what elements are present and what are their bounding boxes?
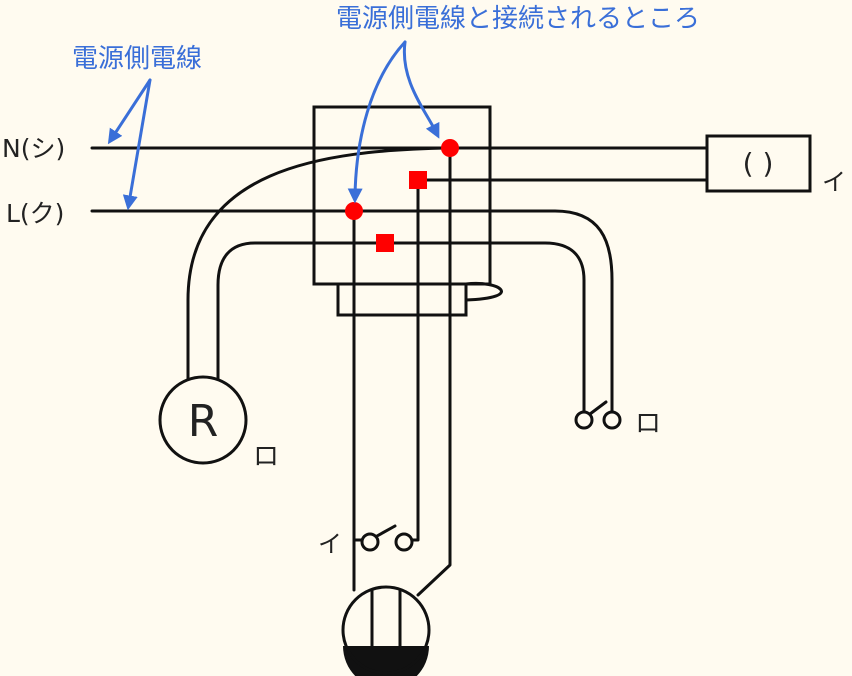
wire-receptacle-neutral	[186, 146, 452, 382]
splice-square-2	[376, 234, 394, 252]
arrow-to-neutral	[107, 78, 152, 145]
arrow-to-live	[122, 78, 152, 211]
wire-switch-ro-inner	[216, 241, 586, 415]
connection-points-label: 電源側電線と接続されるところ	[336, 4, 700, 34]
connection-dot-live	[345, 202, 363, 220]
switch-ro-lever	[588, 400, 608, 416]
receptacle-symbol	[158, 375, 248, 465]
arrow-to-neutral-point	[402, 40, 440, 139]
receptacle-letter: R	[188, 396, 219, 447]
arrow-to-live-point	[347, 40, 407, 204]
connection-dot-neutral	[441, 139, 459, 157]
junction-box	[312, 105, 492, 286]
lamp-a-mark: ( )	[743, 147, 774, 180]
switch-i-terminal-1	[360, 532, 380, 552]
junction-box-base	[336, 282, 468, 317]
wire-switch-ro-outer	[352, 209, 614, 415]
switch-i-name: イ	[318, 530, 342, 558]
splice-square-1	[409, 171, 427, 189]
switch-ro-terminal-2	[602, 410, 622, 430]
lamp-a-box	[705, 134, 812, 193]
neutral-label: N(シ)	[2, 134, 65, 163]
wire-switch-i-return	[402, 178, 420, 542]
live-label: L(ク)	[6, 199, 64, 228]
source-wires-label: 電源側電線	[72, 44, 202, 74]
wire-neutral-down	[416, 146, 452, 597]
switch-ro-name: ロ	[635, 409, 661, 439]
switch-i-lever	[375, 524, 397, 538]
wire-loop	[464, 281, 503, 302]
switch-ro-terminal-1	[574, 410, 594, 430]
lamp-a-name: イ	[822, 168, 846, 196]
lamp-i-symbol	[341, 585, 431, 675]
receptacle-name: ロ	[253, 442, 279, 472]
switch-i-terminal-2	[394, 532, 414, 552]
